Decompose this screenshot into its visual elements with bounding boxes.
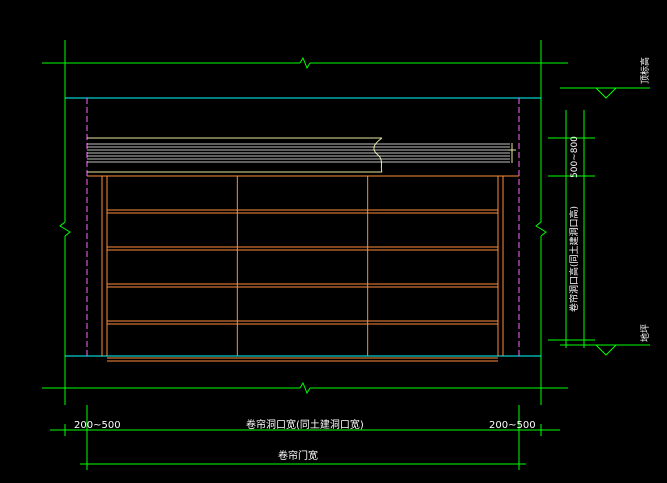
right-clearance-label: 200~500	[489, 420, 536, 431]
top-level-label: 顶标高	[639, 57, 651, 84]
floor-level-label: 地坪	[639, 324, 651, 342]
left-clearance-label: 200~500	[74, 420, 121, 431]
hidden-edges	[86, 98, 520, 356]
roller-box	[87, 137, 516, 173]
door-frame	[87, 175, 519, 362]
top-break-symbol	[299, 56, 311, 70]
roller-lines	[87, 143, 510, 163]
floor-level-triangle	[595, 344, 617, 356]
right-break-symbol	[535, 221, 547, 237]
door-panel-grid	[107, 176, 498, 362]
opening-width-label: 卷帘洞口宽(同土建洞口宽)	[246, 418, 364, 431]
bottom-break-symbol	[299, 381, 311, 395]
top-level-triangle	[595, 87, 617, 99]
left-break-symbol	[59, 221, 71, 237]
door-width-label: 卷帘门宽	[278, 449, 318, 462]
roller-box-height-label: 500~800	[570, 136, 580, 178]
dimension-lines	[42, 40, 650, 470]
opening-frame	[65, 97, 541, 357]
opening-height-label: 卷帘洞口高(同土建洞口高)	[568, 206, 580, 312]
